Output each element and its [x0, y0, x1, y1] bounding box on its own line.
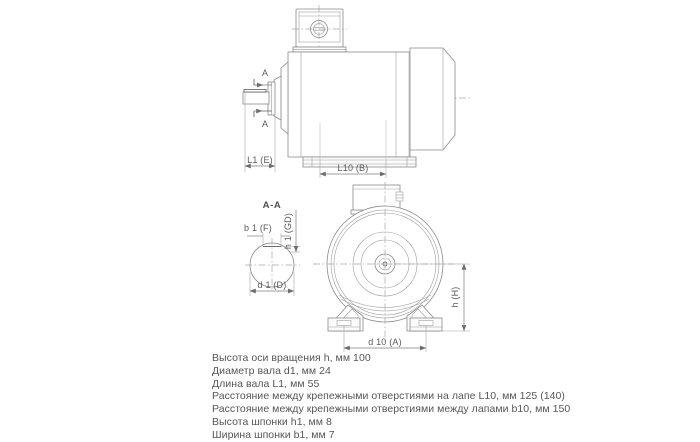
- mounting-foot-rail: [302, 156, 417, 168]
- section-marker-a-top: A: [253, 68, 272, 88]
- side-view-group: A A L1 (E) L10 (B): [242, 5, 472, 178]
- stator-housing: [287, 51, 411, 158]
- drive-end-shield: [273, 61, 289, 135]
- dimension-label-b1: b 1 (F): [244, 223, 272, 233]
- dimension-label-l10: L10 (B): [338, 163, 369, 173]
- section-marker-a-bottom: A: [253, 108, 272, 129]
- dimension-label-d1: d 1 (D): [258, 280, 287, 290]
- dimension-foot-width: d 10 (A): [343, 325, 427, 352]
- dimension-shaft-length: L1 (E): [244, 93, 276, 172]
- mounting-foot-right: [406, 304, 443, 332]
- spec-item-key-width: Ширина шпонки b1, мм 7: [212, 428, 335, 441]
- dimension-label-h: h (H): [450, 287, 460, 308]
- dimension-label-d10: d 10 (A): [368, 337, 402, 347]
- dimension-foot-hole-spacing: L10 (B): [319, 160, 387, 178]
- housing-body: [287, 51, 411, 158]
- spec-item-foot-distance: Расстояние между крепежными отверстиями …: [212, 403, 571, 416]
- fan-cowl: [409, 47, 456, 151]
- mounting-foot-left: [327, 304, 364, 332]
- section-label-a-top: A: [262, 68, 268, 78]
- output-shaft: [242, 89, 270, 105]
- section-aa-group: A-A b 1 (F) h 1 (GD: [244, 200, 300, 296]
- dimension-key-width: b 1 (F): [244, 223, 290, 246]
- spec-item-axis-height: Высота оси вращения h, мм 100: [212, 352, 371, 364]
- section-label-a-bottom: A: [262, 119, 268, 129]
- front-view-group: h (H) d 10 (A): [313, 182, 470, 352]
- shaft-key: [243, 89, 267, 93]
- spec-item-key-height: Высота шпонки h1, мм 8: [212, 415, 332, 428]
- terminal-box: [292, 5, 347, 53]
- spec-item-shaft-diameter: Диаметр вала d1, мм 24: [212, 364, 331, 377]
- dimension-shaft-diameter: d 1 (D): [249, 272, 295, 296]
- dimension-label-h1: h 1 (GD): [283, 213, 293, 249]
- dimension-axis-height: h (H): [388, 263, 470, 332]
- spec-item-foot-hole-spacing: Расстояние между крепежными отверстиями …: [212, 390, 565, 403]
- spec-item-shaft-length: Длина вала L1, мм 55: [212, 377, 320, 390]
- dimension-label-l1: L1 (E): [247, 155, 273, 165]
- section-aa-title: A-A: [263, 200, 282, 211]
- shaft-cylinder: [242, 91, 270, 105]
- dimension-key-height: h 1 (GD): [281, 210, 300, 253]
- specification-list: Высота оси вращения h, мм 100 Диаметр ва…: [212, 352, 682, 442]
